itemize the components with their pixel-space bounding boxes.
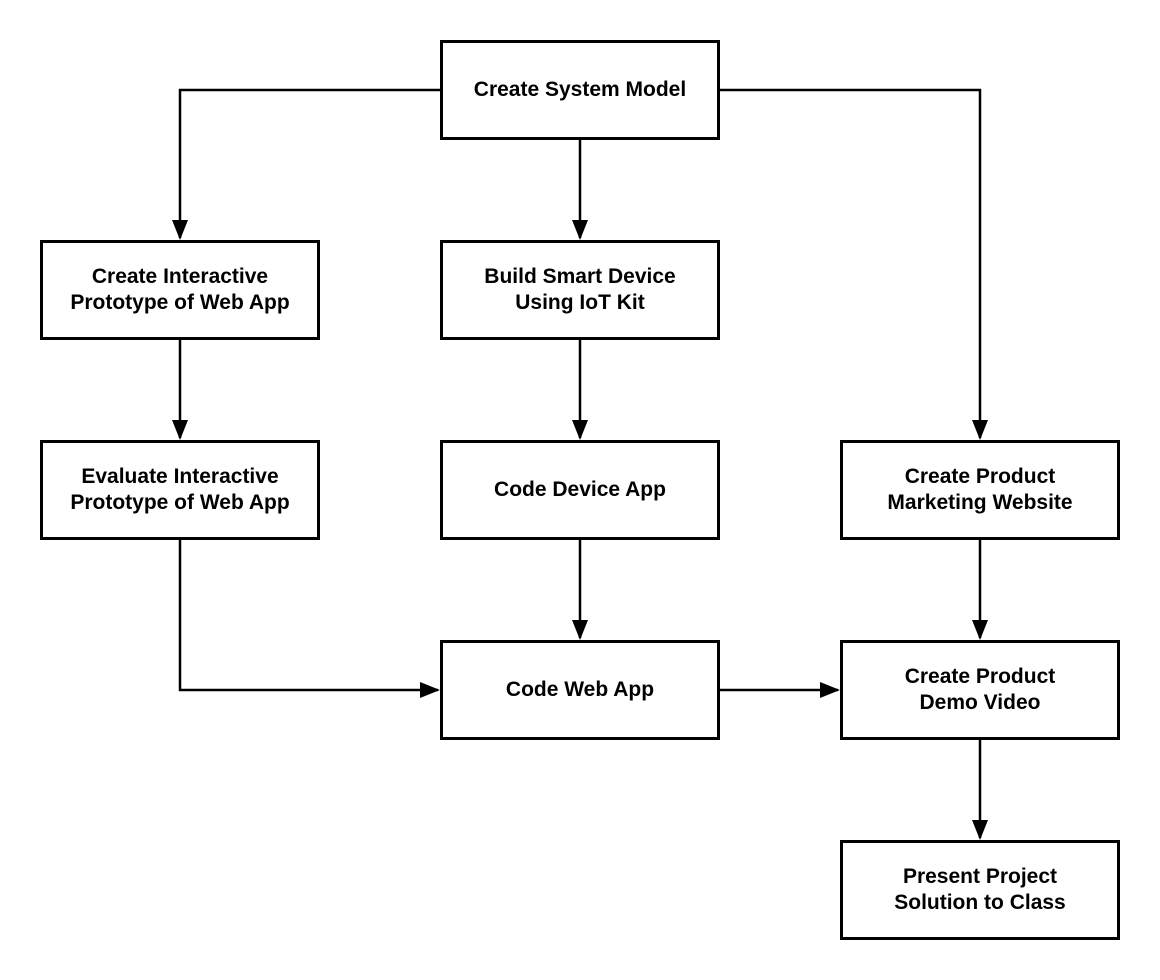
node-present-project-solution: Present Project Solution to Class xyxy=(840,840,1120,940)
node-code-device-app: Code Device App xyxy=(440,440,720,540)
node-evaluate-interactive-prototype: Evaluate Interactive Prototype of Web Ap… xyxy=(40,440,320,540)
node-label: Code Device App xyxy=(494,478,666,501)
node-label: Create Product Demo Video xyxy=(904,665,1056,714)
node-label: Create Product Marketing Website xyxy=(887,465,1073,514)
node-label: Create Interactive Prototype of Web App xyxy=(70,265,290,314)
node-label: Create System Model xyxy=(473,78,687,101)
node-build-smart-device: Build Smart Device Using IoT Kit xyxy=(440,240,720,340)
node-create-system-model: Create System Model xyxy=(440,40,720,140)
edge-system-model-to-marketing-website xyxy=(720,88,988,440)
node-label: Present Project Solution to Class xyxy=(894,865,1066,914)
node-create-product-demo-video: Create Product Demo Video xyxy=(840,640,1120,740)
edge-evaluate-prototype-to-code-web-app xyxy=(178,540,440,698)
node-code-web-app: Code Web App xyxy=(440,640,720,740)
node-label: Code Web App xyxy=(505,678,655,701)
node-label: Build Smart Device Using IoT Kit xyxy=(484,265,676,314)
node-create-interactive-prototype: Create Interactive Prototype of Web App xyxy=(40,240,320,340)
node-label: Evaluate Interactive Prototype of Web Ap… xyxy=(70,465,290,514)
node-create-product-marketing-website: Create Product Marketing Website xyxy=(840,440,1120,540)
edge-system-model-to-interactive-prototype xyxy=(172,88,440,240)
